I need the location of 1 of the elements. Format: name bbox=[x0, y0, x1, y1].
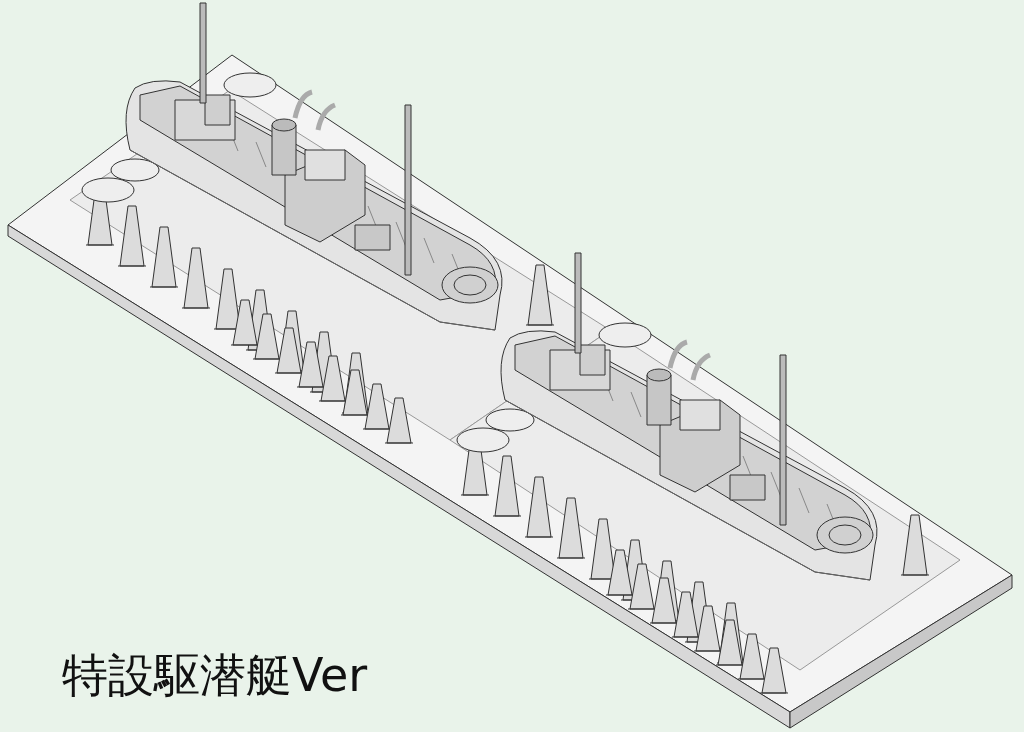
title-text: 特設駆潜艇Ver bbox=[62, 652, 368, 698]
